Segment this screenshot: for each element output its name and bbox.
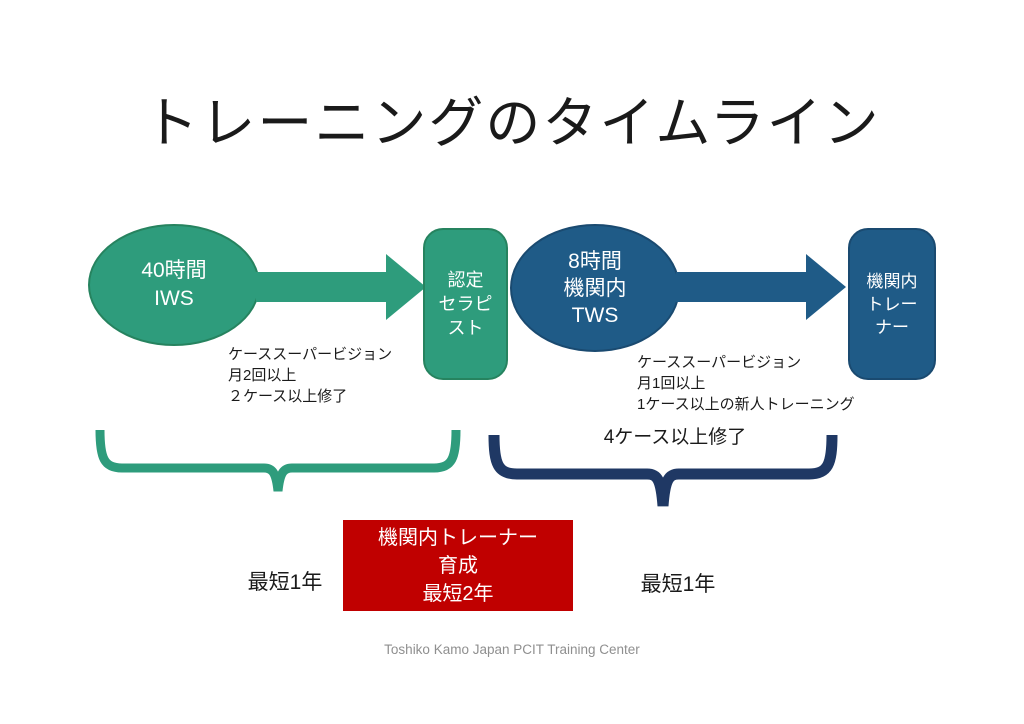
- arrow-right-icon: [676, 254, 846, 320]
- stage2-completion-label: 4ケース以上修了: [603, 427, 747, 448]
- trainer-development-box: 機関内トレーナー 育成 最短2年: [343, 520, 573, 611]
- stage2-brace: [488, 434, 838, 507]
- footer-credit: Toshiko Kamo Japan PCIT Training Center: [384, 642, 640, 657]
- arrow-right-icon: [256, 254, 426, 320]
- iws-ellipse: 40時間 IWS: [88, 224, 260, 346]
- stage2-supervision-note: ケーススーパービジョン 月1回以上 1ケース以上の新人トレーニング: [637, 354, 855, 413]
- certified-therapist-box: 認定 セラピ スト: [423, 228, 508, 380]
- tws-ellipse: 8時間 機関内 TWS: [510, 224, 680, 352]
- duration-right-label: 最短1年: [640, 573, 716, 596]
- stage1-brace: [95, 429, 461, 492]
- stage1-supervision-note: ケーススーパービジョン 月2回以上 ２ケース以上修了: [228, 346, 393, 405]
- slide-title: トレーニングのタイムライン: [143, 92, 881, 154]
- agency-trainer-box: 機関内 トレー ナー: [848, 228, 936, 380]
- duration-left-label: 最短1年: [247, 571, 323, 594]
